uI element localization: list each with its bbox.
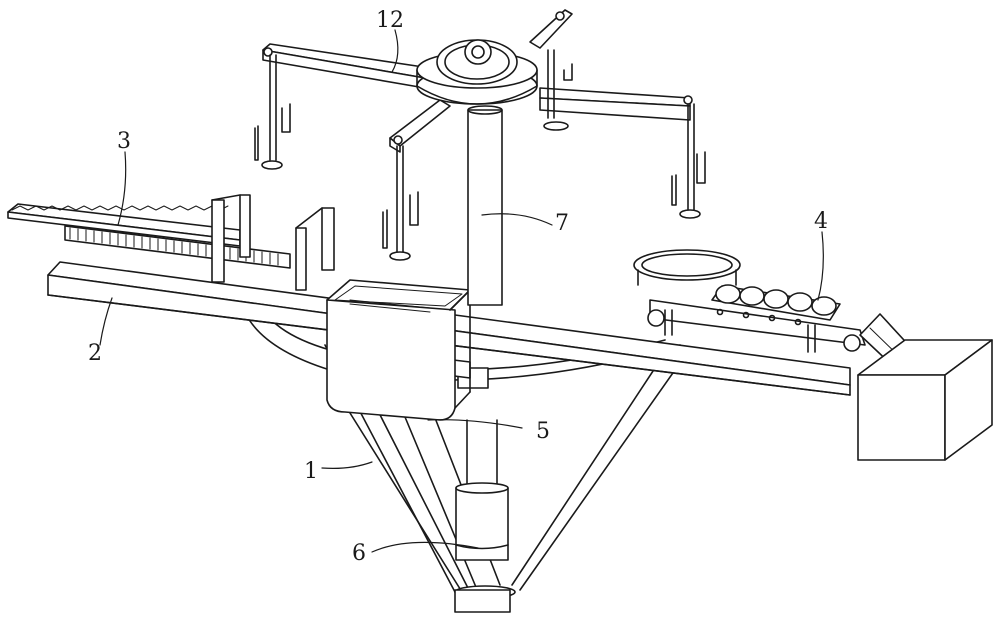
label-lower-sleeve: 6 (352, 541, 366, 566)
screw-feeder (7, 194, 335, 291)
label-screw-feeder: 3 (117, 129, 131, 154)
label-hopper: 5 (536, 419, 550, 444)
rotary-head-assembly (254, 9, 706, 261)
lower-sleeve (455, 419, 509, 561)
central-column (467, 105, 503, 306)
label-platform: 2 (88, 341, 102, 366)
leader-lines (99, 29, 824, 553)
label-base-frame: 1 (304, 459, 318, 484)
roller-conveyor (633, 249, 916, 369)
label-rotary-head: 12 (376, 8, 404, 33)
label-central-column: 7 (555, 211, 569, 236)
label-roller-conveyor: 4 (814, 209, 828, 234)
collection-box (857, 339, 993, 461)
hopper (326, 279, 471, 421)
